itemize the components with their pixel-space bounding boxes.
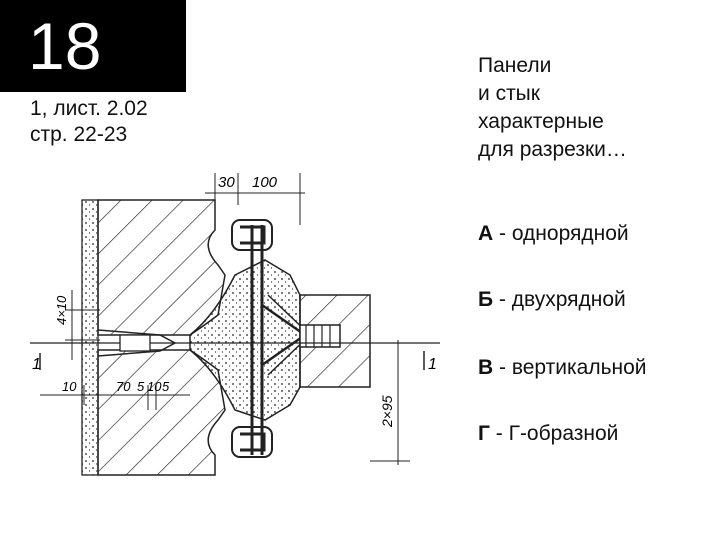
option-d: Г - Г-образной bbox=[478, 422, 618, 446]
dim-right-vertical: 2×95 bbox=[379, 395, 395, 428]
dim-top-b: 100 bbox=[252, 174, 278, 191]
dim-bottom-c: 10 bbox=[147, 379, 162, 394]
dim-top-a: 30 bbox=[218, 174, 235, 191]
description: Панели и стык характерные для разрезки… bbox=[478, 52, 627, 164]
dim-bottom-b: 5 bbox=[137, 379, 145, 394]
slide-number: 18 bbox=[0, 0, 186, 92]
reference-text: 1, лист. 2.02 стр. 22-23 bbox=[30, 96, 148, 148]
reference-line-2: стр. 22-23 bbox=[30, 123, 128, 146]
description-line-4: для разрезки… bbox=[478, 138, 627, 161]
option-b-text: - двухрядной bbox=[493, 288, 626, 311]
description-line-2: и стык bbox=[478, 82, 540, 105]
option-c-letter: В bbox=[478, 356, 494, 379]
option-a-letter: А bbox=[478, 222, 494, 245]
lower-panel bbox=[97, 349, 226, 476]
option-b-letter: Б bbox=[478, 288, 494, 311]
option-a-text: - однорядной bbox=[493, 222, 629, 245]
option-d-text: - Г-образной bbox=[489, 422, 619, 445]
description-line-1: Панели bbox=[478, 54, 552, 77]
option-c: В - вертикальной bbox=[478, 356, 647, 380]
reference-line-1: 1, лист. 2.02 bbox=[30, 97, 148, 120]
dim-left-bottom: 10 bbox=[62, 379, 77, 394]
dim-bottom-a: 70 bbox=[116, 379, 131, 394]
panel-joint-drawing: 30 100 4×10 1 10 70 5 10 5 2×95 1 bbox=[30, 173, 440, 476]
option-a: А - однорядной bbox=[478, 222, 629, 246]
option-d-letter: Г bbox=[478, 422, 490, 445]
upper-panel bbox=[97, 199, 226, 336]
dim-bottom-d: 5 bbox=[162, 379, 170, 394]
section-mark-right: 1 bbox=[428, 356, 437, 373]
insulation-strip bbox=[81, 199, 99, 476]
description-line-3: характерные bbox=[478, 110, 604, 133]
left-key bbox=[119, 334, 151, 352]
option-c-text: - вертикальной bbox=[493, 356, 647, 379]
dim-left-vertical: 4×10 bbox=[54, 295, 69, 325]
option-b: Б - двухрядной bbox=[478, 288, 626, 312]
section-mark-left: 1 bbox=[32, 356, 41, 373]
